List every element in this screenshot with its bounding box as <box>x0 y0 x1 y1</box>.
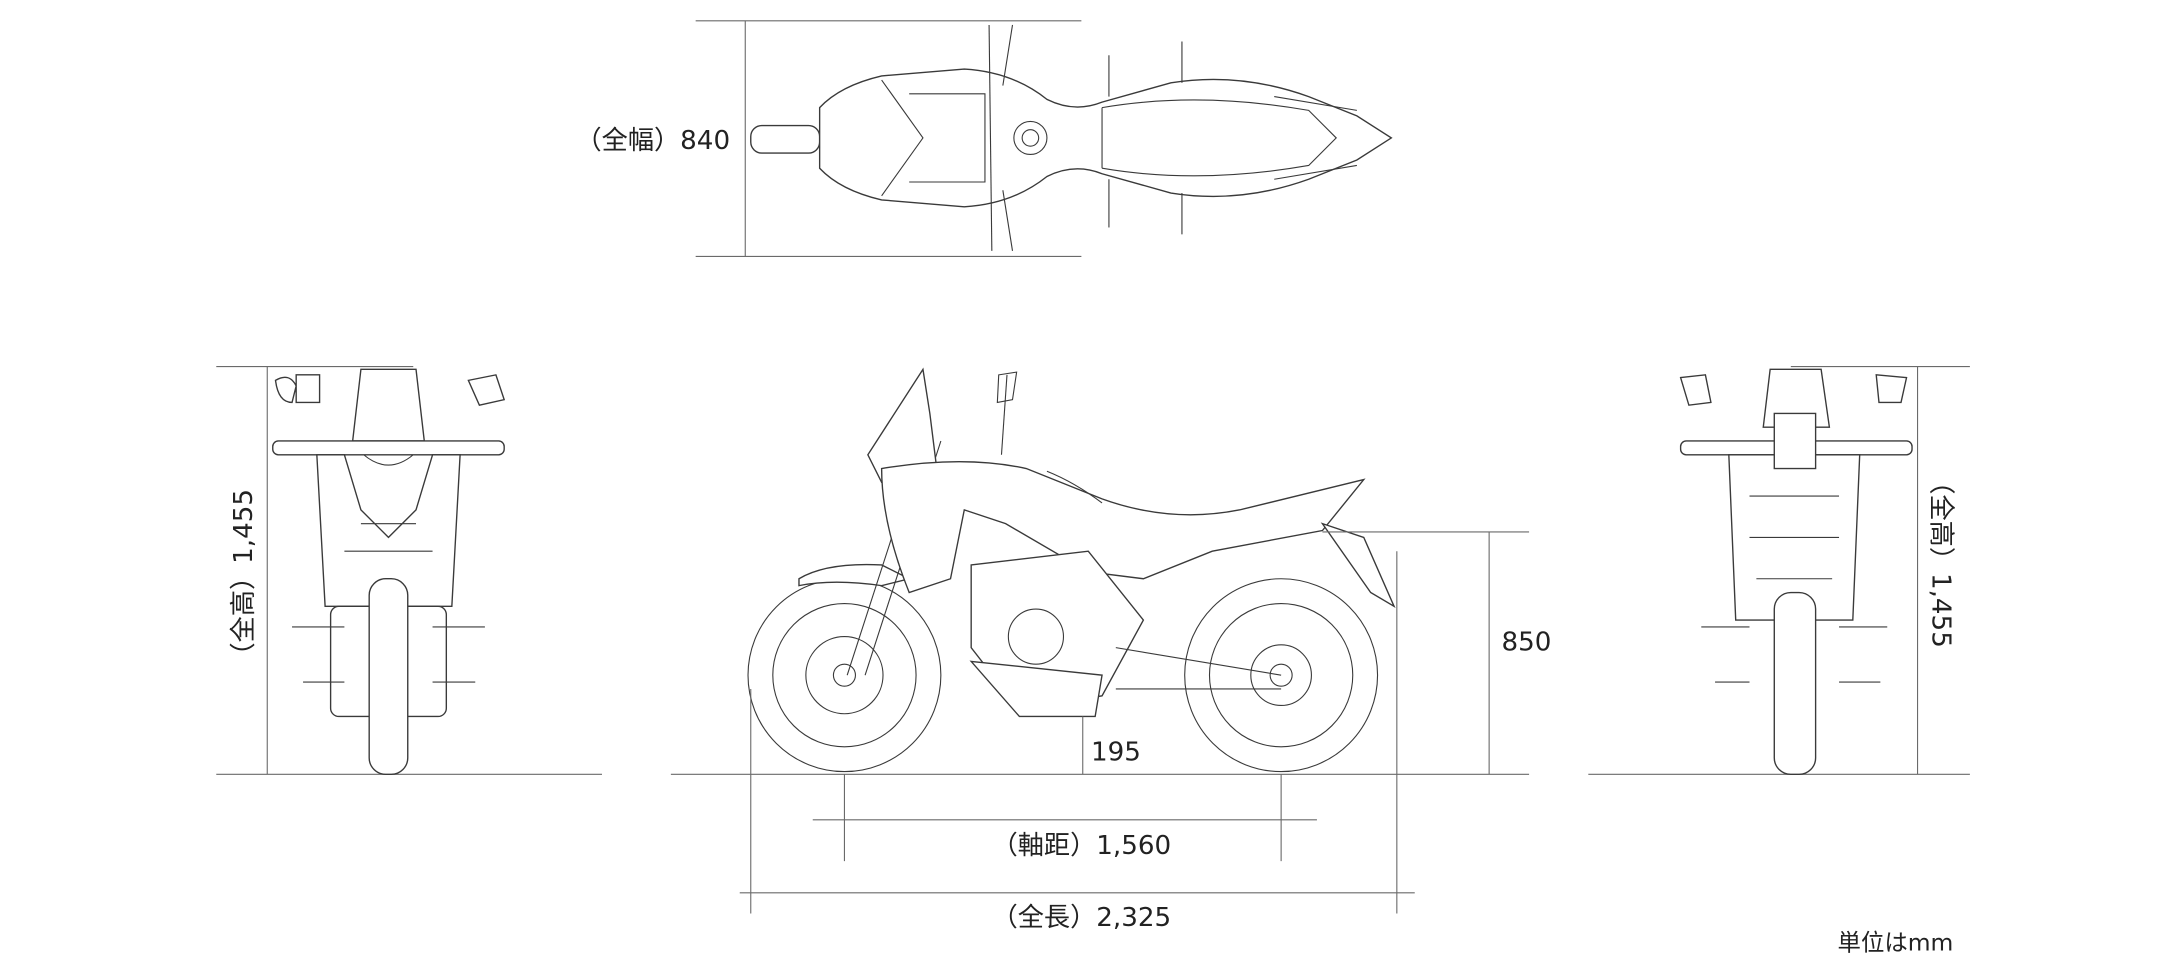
overall-length-label: （全長）2,325 <box>992 903 1172 933</box>
rear-overall-height-label: （全高）1,455 <box>1926 468 1956 648</box>
top-view: （全幅）840 <box>576 20 1393 257</box>
overall-width-label: （全幅）840 <box>576 126 731 156</box>
front-overall-height-label: （全高）1,455 <box>229 489 259 669</box>
seat-height-label: 850 <box>1502 627 1552 657</box>
unit-note: 単位はmm <box>1838 929 1954 957</box>
motorcycle-top-outline <box>750 24 1393 251</box>
side-view: 850 195 （軸距）1,560 （全長）2,325 <box>670 367 1552 933</box>
motorcycle-front-outline <box>272 368 506 776</box>
rear-wheel <box>1184 578 1379 773</box>
ground-clearance-label: 195 <box>1091 738 1141 768</box>
front-view: （全高）1,455 <box>216 366 602 776</box>
rear-view: （全高）1,455 <box>1588 366 1970 776</box>
wheelbase-label: （軸距）1,560 <box>992 831 1172 861</box>
motorcycle-rear-outline <box>1679 368 1913 776</box>
front-wheel <box>747 578 942 773</box>
motorcycle-side-outline <box>747 367 1396 773</box>
